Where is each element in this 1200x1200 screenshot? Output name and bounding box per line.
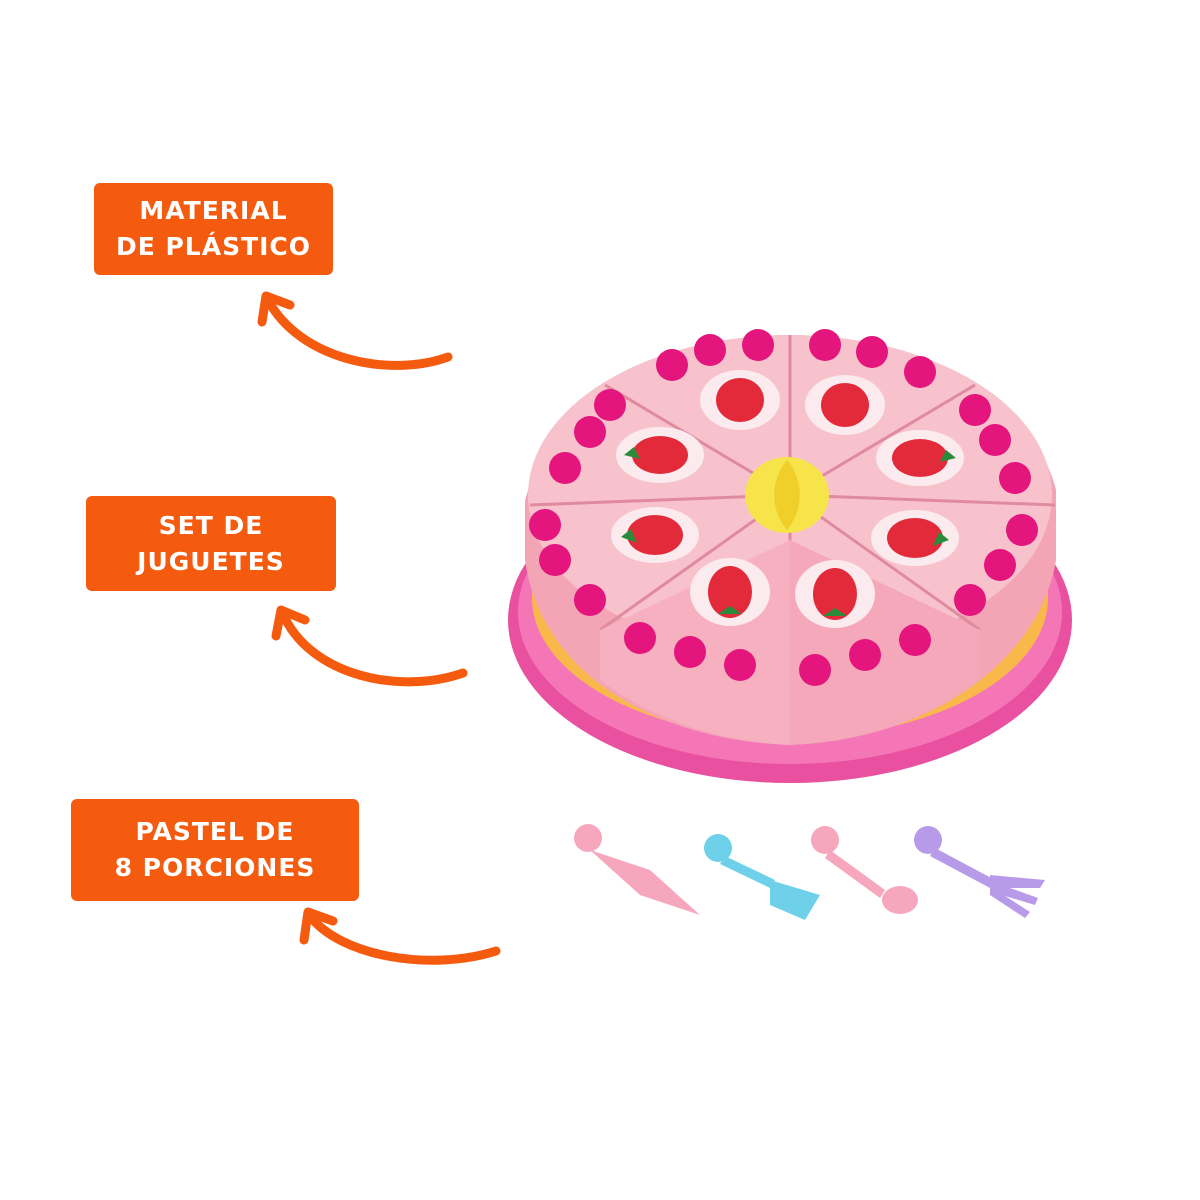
spoon-icon — [811, 826, 918, 914]
portions-callout: PASTEL DE 8 PORCIONES — [71, 799, 359, 901]
knife-icon — [574, 824, 700, 915]
material-callout: MATERIAL DE PLÁSTICO — [94, 183, 333, 275]
frosting-dollops — [529, 329, 1038, 686]
portions-callout-line1: PASTEL DE — [135, 817, 295, 846]
toy-set-callout-line1: SET DE — [158, 510, 264, 540]
spatula-icon — [704, 834, 820, 920]
toy-set-callout: SET DE JUGUETES — [86, 496, 336, 591]
fork-icon — [914, 826, 1045, 918]
center-swirl — [745, 457, 829, 533]
portions-callout-line2: 8 PORCIONES — [114, 853, 316, 882]
arrow-2-icon — [271, 605, 468, 687]
toy-set-callout-line2: JUGUETES — [137, 546, 285, 576]
material-callout-line1: MATERIAL — [139, 196, 288, 225]
arrow-1-icon — [257, 291, 453, 370]
strawberry-decorations — [611, 370, 964, 628]
material-callout-line2: DE PLÁSTICO — [115, 232, 312, 261]
arrow-3-icon — [299, 907, 501, 965]
